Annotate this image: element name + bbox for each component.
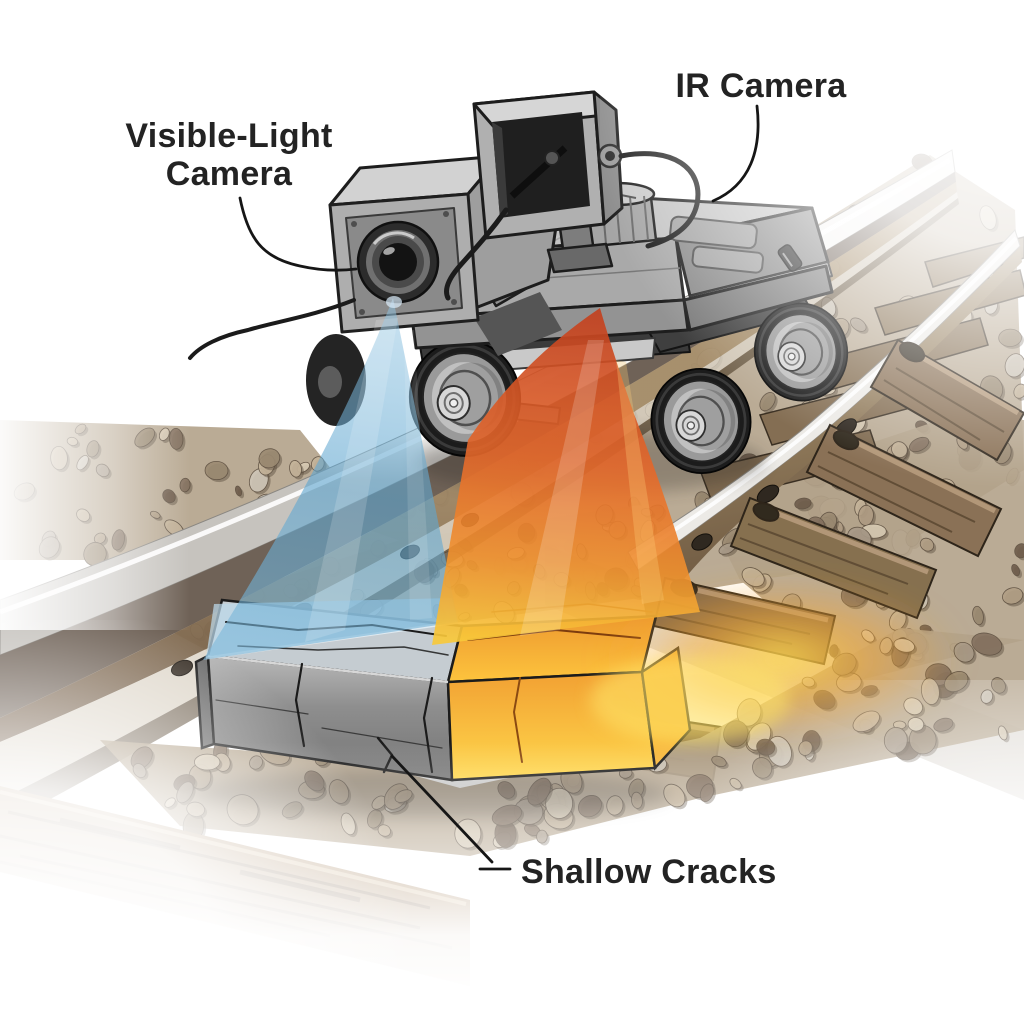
gravel-stone [1014, 543, 1024, 559]
label-visible-light-camera-line1: Visible-Light [125, 117, 332, 155]
label-ir-camera: IR Camera [676, 67, 848, 105]
gravel-stone [289, 460, 302, 478]
leader-lines [238, 104, 760, 871]
leader-ir-camera [711, 104, 760, 203]
camera-lens [356, 220, 440, 304]
gravel-stone [204, 460, 229, 481]
gravel-stone [234, 485, 243, 497]
camera-under-shadow [474, 292, 562, 356]
gravel-stone [258, 448, 281, 469]
gravel-stone [1002, 587, 1024, 605]
camera-cable [188, 298, 356, 360]
leader-shallow-cracks [390, 754, 512, 871]
leader-visible-light [238, 196, 358, 272]
gravel-stone [971, 632, 1003, 656]
gravel-stone [972, 605, 984, 626]
label-shallow-cracks: Shallow Cracks [521, 853, 777, 891]
labels: Visible-Light Camera IR Camera Shallow C… [125, 67, 847, 891]
visible-light-beam [203, 296, 458, 660]
label-visible-light-camera-line2: Camera [166, 155, 293, 193]
gravel-stone [1011, 563, 1020, 577]
